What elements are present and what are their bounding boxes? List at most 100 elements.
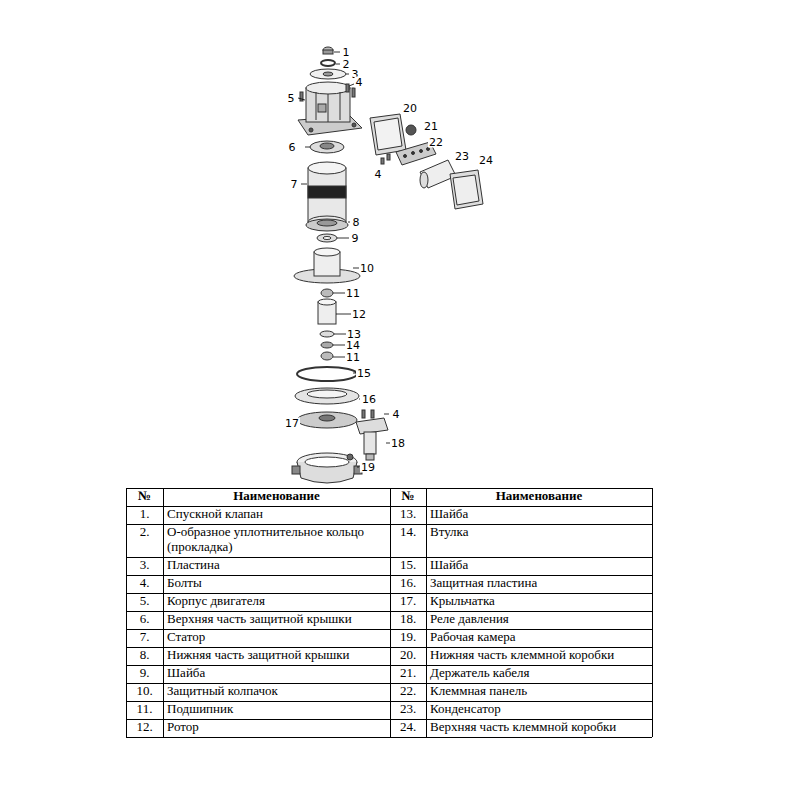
shield-cover-lower [306, 219, 348, 231]
table-cell: 14. [394, 525, 422, 540]
table-cell: Верхняя часть защитной крышки [167, 612, 386, 627]
table-cell: Болты [167, 576, 386, 591]
table-rule [390, 488, 391, 737]
table-cell: Подшипник [167, 702, 386, 717]
table-cell: Ротор [167, 720, 386, 735]
callout-number: 22 [428, 137, 444, 148]
callout-number: 11 [345, 352, 361, 363]
callout-number: 13 [346, 329, 362, 340]
table-cell: 9. [130, 666, 159, 681]
callout-number: 23 [454, 151, 470, 162]
table-cell: 24. [394, 720, 422, 735]
table-cell: 10. [130, 684, 159, 699]
terminal-box-lower [370, 114, 406, 155]
callout-number: 10 [359, 263, 375, 274]
table-rule [126, 488, 127, 737]
table-cell: Верхняя часть клеммной коробки [430, 720, 648, 735]
callout-number: 4 [392, 409, 401, 420]
table-cell: 3. [130, 558, 159, 573]
callout-number: 24 [478, 155, 494, 166]
callout-number: 17 [284, 418, 300, 429]
protective-cap [294, 248, 360, 283]
ring-washer [297, 367, 357, 381]
table-cell: 22. [394, 684, 422, 699]
table-cell: Рабочая камера [430, 630, 648, 645]
protective-plate [295, 388, 359, 404]
o-ring [321, 60, 335, 66]
table-cell: Шайба [430, 507, 648, 522]
table-cell: Спускной клапан [167, 507, 386, 522]
drain-valve [323, 47, 333, 53]
washer [320, 331, 334, 337]
callout-number: 2 [342, 59, 351, 70]
table-rule [163, 488, 164, 737]
table-header: Наименование [430, 489, 648, 504]
table-cell: 4. [130, 576, 159, 591]
callout-number: 20 [402, 103, 418, 114]
table-cell: 19. [394, 630, 422, 645]
callout-number: 4 [355, 77, 364, 88]
motor-housing [298, 82, 362, 135]
bearing [321, 289, 333, 297]
table-cell: Нижняя часть клеммной коробки [430, 648, 648, 663]
callout-number: 16 [361, 394, 377, 405]
table-cell: 18. [394, 612, 422, 627]
work-chamber [292, 453, 362, 483]
table-rule [426, 488, 427, 737]
plate [310, 69, 346, 79]
table-cell: Реле давления [430, 612, 648, 627]
bearing [321, 352, 333, 360]
stator [308, 162, 346, 228]
washer [317, 234, 337, 242]
table-cell: Втулка [430, 525, 648, 540]
callout-number: 11 [345, 288, 361, 299]
pressure-relay [356, 418, 388, 460]
table-cell: Держатель кабеля [430, 666, 648, 681]
table-cell: Шайба [430, 558, 648, 573]
table-cell: Корпус двигателя [167, 594, 386, 609]
callout-number: 1 [342, 47, 351, 58]
callout-number: 18 [390, 438, 406, 449]
table-cell: 7. [130, 630, 159, 645]
table-cell: 11. [130, 702, 159, 717]
table-cell: 5. [130, 594, 159, 609]
table-cell: 20. [394, 648, 422, 663]
leader-lines [298, 52, 390, 467]
callout-number: 4 [374, 169, 383, 180]
callout-number: 8 [352, 217, 361, 228]
table-cell: 6. [130, 612, 159, 627]
table-cell: Крыльчатка [430, 594, 648, 609]
table-cell: Клеммная панель [430, 684, 648, 699]
table-cell: 12. [130, 720, 159, 735]
callout-number: 15 [356, 368, 372, 379]
table-cell: 23. [394, 702, 422, 717]
callout-number: 19 [360, 462, 376, 473]
table-header: № [130, 489, 159, 504]
table-cell: О-образное уплотнительное кольцо (прокла… [167, 525, 386, 555]
callout-number: 7 [290, 179, 299, 190]
callout-number: 12 [351, 309, 367, 320]
cable-holder [406, 125, 416, 135]
table-rule [126, 575, 652, 576]
callout-number: 14 [345, 340, 361, 351]
table-cell: Защитный колпачок [167, 684, 386, 699]
callout-number: 6 [288, 142, 297, 153]
shield-cover-upper [310, 141, 344, 153]
table-cell: 1. [130, 507, 159, 522]
table-cell: 2. [130, 525, 159, 540]
table-cell: 15. [394, 558, 422, 573]
table-cell: 17. [394, 594, 422, 609]
table-cell: 8. [130, 648, 159, 663]
table-header: Наименование [167, 489, 386, 504]
table-cell: Шайба [167, 666, 386, 681]
terminal-box-upper [450, 170, 483, 209]
bushing [321, 342, 333, 348]
table-cell: 16. [394, 576, 422, 591]
impeller [297, 412, 357, 428]
table-header: № [394, 489, 422, 504]
table-cell: Защитная пластина [430, 576, 648, 591]
callout-number: 5 [287, 93, 296, 104]
table-cell: Нижняя часть защитной крышки [167, 648, 386, 663]
callout-number: 21 [423, 121, 439, 132]
